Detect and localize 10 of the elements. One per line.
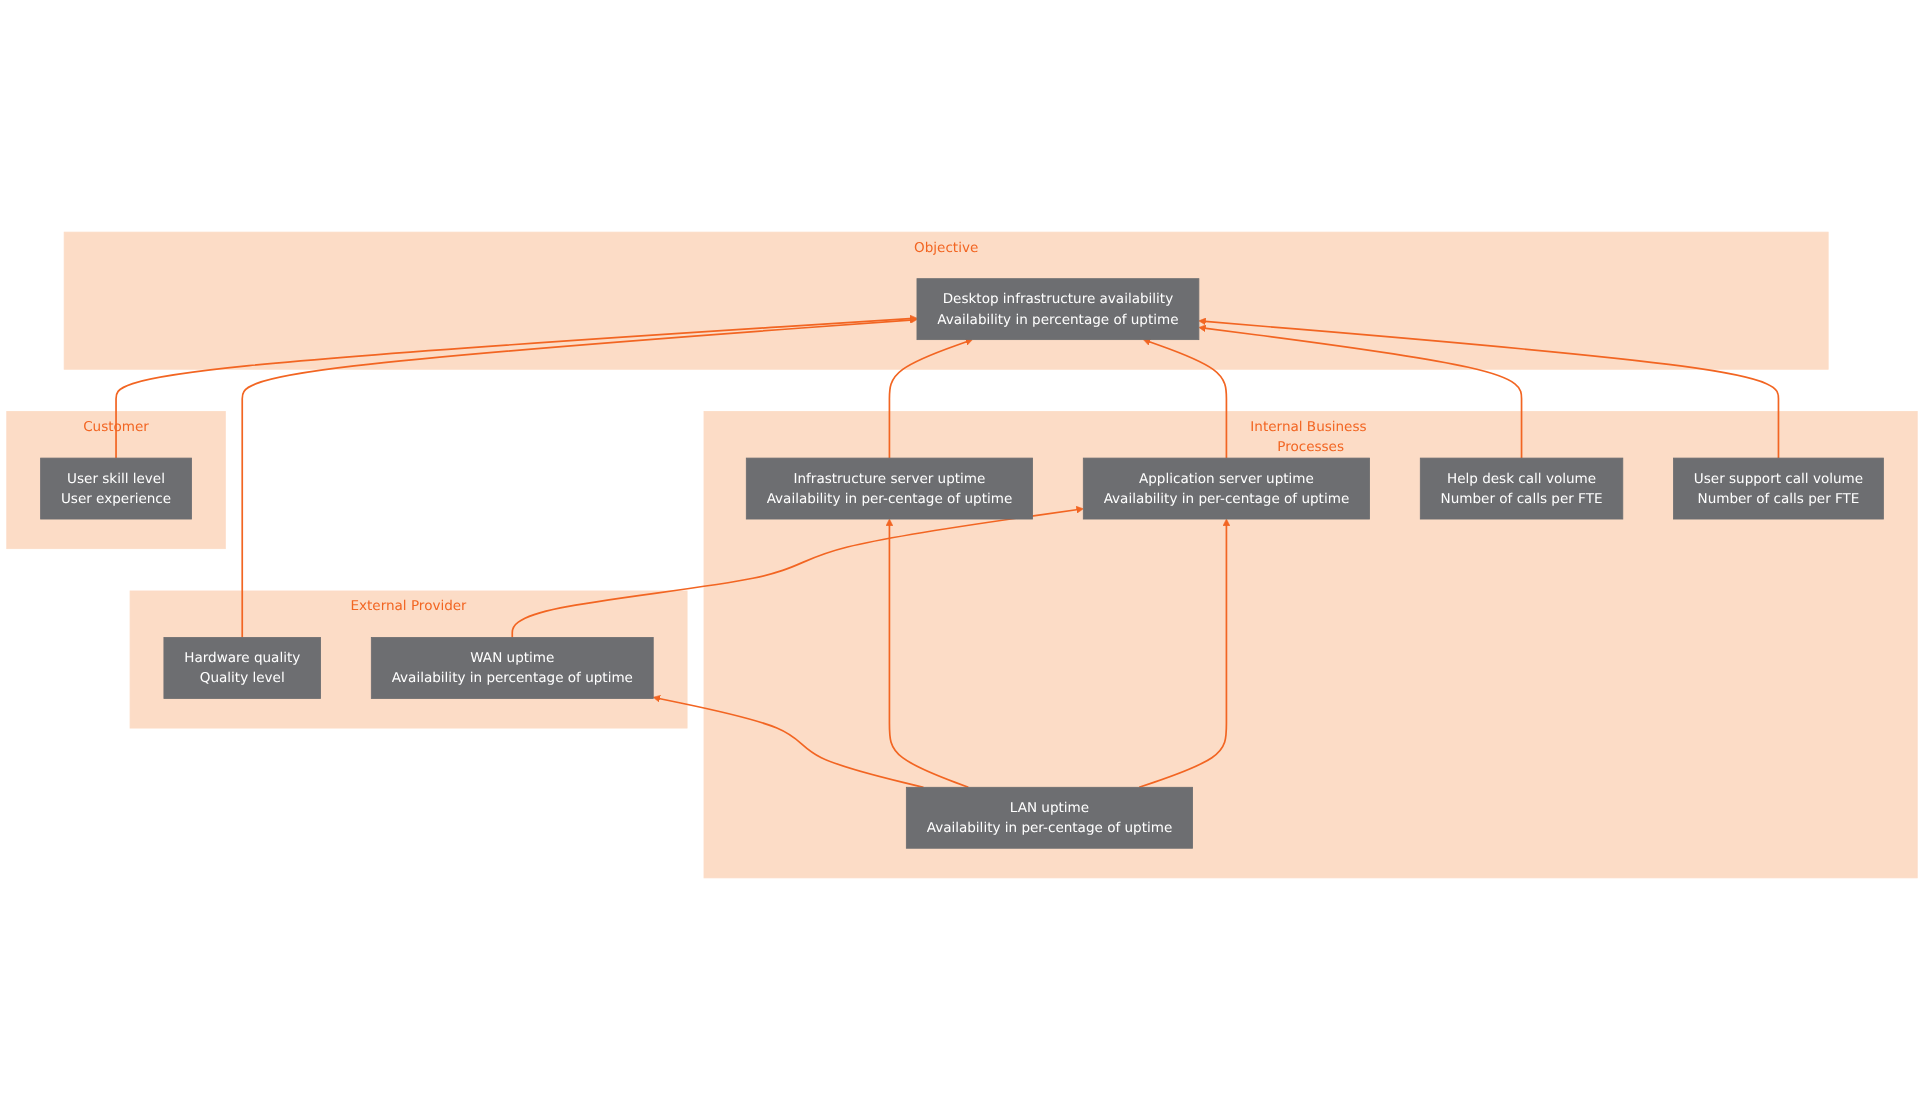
arrow — [115, 314, 918, 459]
arrow — [1138, 518, 1231, 789]
arrow — [1198, 317, 1780, 459]
arrow — [885, 518, 970, 789]
arrow — [888, 338, 973, 459]
arrow — [511, 506, 1084, 639]
arrow — [652, 695, 925, 789]
arrow — [1143, 338, 1228, 459]
arrow — [241, 316, 918, 639]
arrow — [1198, 324, 1523, 459]
